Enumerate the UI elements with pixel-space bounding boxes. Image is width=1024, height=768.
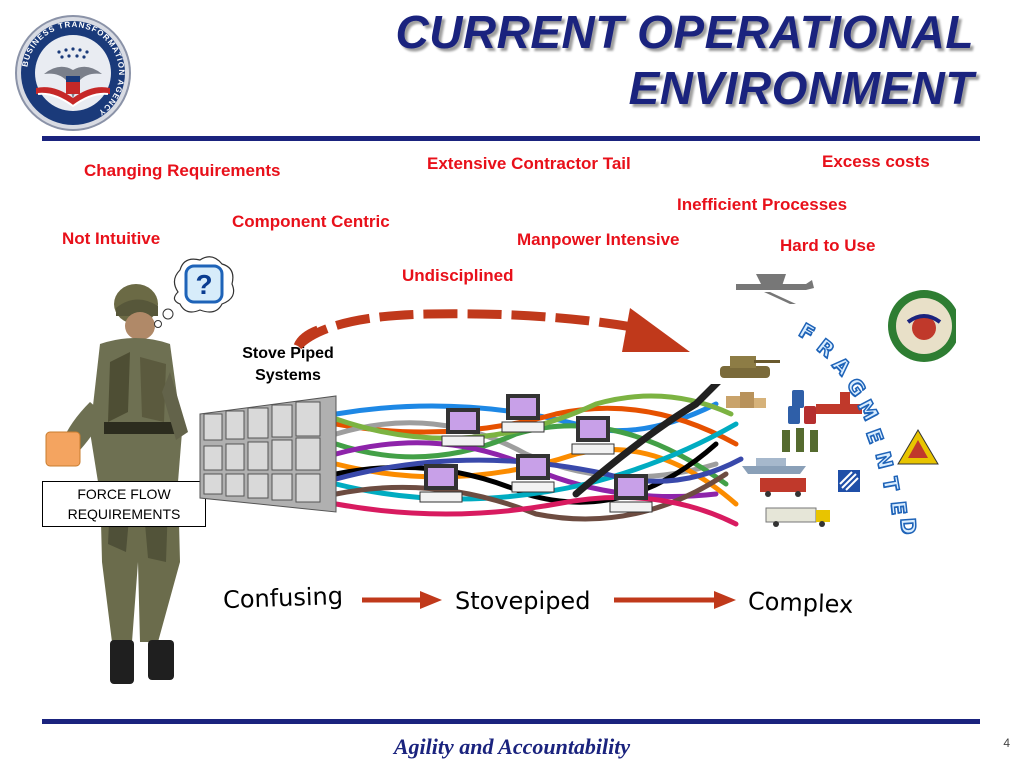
armored-division-patch-icon: [897, 429, 939, 465]
flow-step-complex: Complex: [747, 587, 854, 619]
thought-bubble: ?: [154, 256, 235, 328]
rail-car-icon: [760, 478, 806, 497]
force-flow-line-1: FORCE FLOW: [77, 486, 171, 502]
computer-terminals: [419, 394, 653, 513]
title-line-1: CURRENT OPERATIONAL: [395, 6, 974, 58]
infantry-division-patch-icon: [838, 470, 860, 492]
flow-arrow-2: [614, 591, 736, 609]
stove-piped-line-2: Systems: [255, 367, 321, 384]
force-flow-line-2: REQUIREMENTS: [67, 506, 181, 522]
issue-excess-costs: Excess costs: [822, 152, 930, 171]
issue-manpower-intensive: Manpower Intensive: [517, 230, 680, 249]
supply-crates-icon: [726, 392, 766, 408]
title-line-2: ENVIRONMENT: [628, 62, 974, 114]
stove-piped-line-1: Stove Piped: [242, 345, 334, 362]
issue-component-centric: Component Centric: [232, 212, 390, 231]
issue-inefficient-processes: Inefficient Processes: [677, 195, 848, 214]
bta-logo: BUSINESS TRANSFORMATION AGENCY: [15, 15, 131, 131]
page-title: CURRENT OPERATIONAL ENVIRONMENT: [214, 4, 974, 116]
flow-step-stovepiped: Stovepiped: [455, 587, 591, 615]
page-number: 4: [1003, 736, 1010, 750]
stove-piped-systems-label: Stove Piped Systems: [220, 343, 356, 387]
fragmented-letter-10: D: [895, 516, 922, 536]
header-divider: [42, 136, 980, 141]
military-assets-cluster: [720, 274, 956, 527]
ship-icon: [742, 458, 806, 474]
tank-icon: [720, 356, 780, 378]
fragmented-letter-9: E: [885, 499, 912, 517]
question-mark-icon: ?: [195, 269, 212, 300]
cabinet-array: [199, 395, 337, 513]
footer-divider: [42, 719, 980, 724]
curved-dashed-arrow: [293, 308, 690, 352]
issue-extensive-contractor-tail: Extensive Contractor Tail: [427, 154, 631, 173]
flow-arrow-1: [362, 591, 442, 609]
transcom-seal-icon: [888, 290, 956, 362]
force-flow-requirements-box: FORCE FLOW REQUIREMENTS: [42, 481, 206, 527]
fuel-drums-icon: [788, 390, 816, 424]
fuel-truck-icon: [816, 392, 862, 414]
issue-not-intuitive: Not Intuitive: [62, 229, 161, 248]
issue-changing-requirements: Changing Requirements: [84, 161, 281, 180]
soldier-illustration: [45, 284, 188, 684]
flow-step-confusing: Confusing: [222, 581, 344, 615]
troops-icon: [782, 428, 818, 452]
issue-undisciplined: Undisciplined: [402, 266, 514, 285]
cargo-plane-icon: [736, 274, 814, 304]
truck-icon: [765, 507, 830, 527]
issue-hard-to-use: Hard to Use: [780, 236, 876, 255]
stovepipe-systems-diagram: [199, 384, 744, 527]
footer-tagline: Agility and Accountability: [393, 734, 631, 759]
